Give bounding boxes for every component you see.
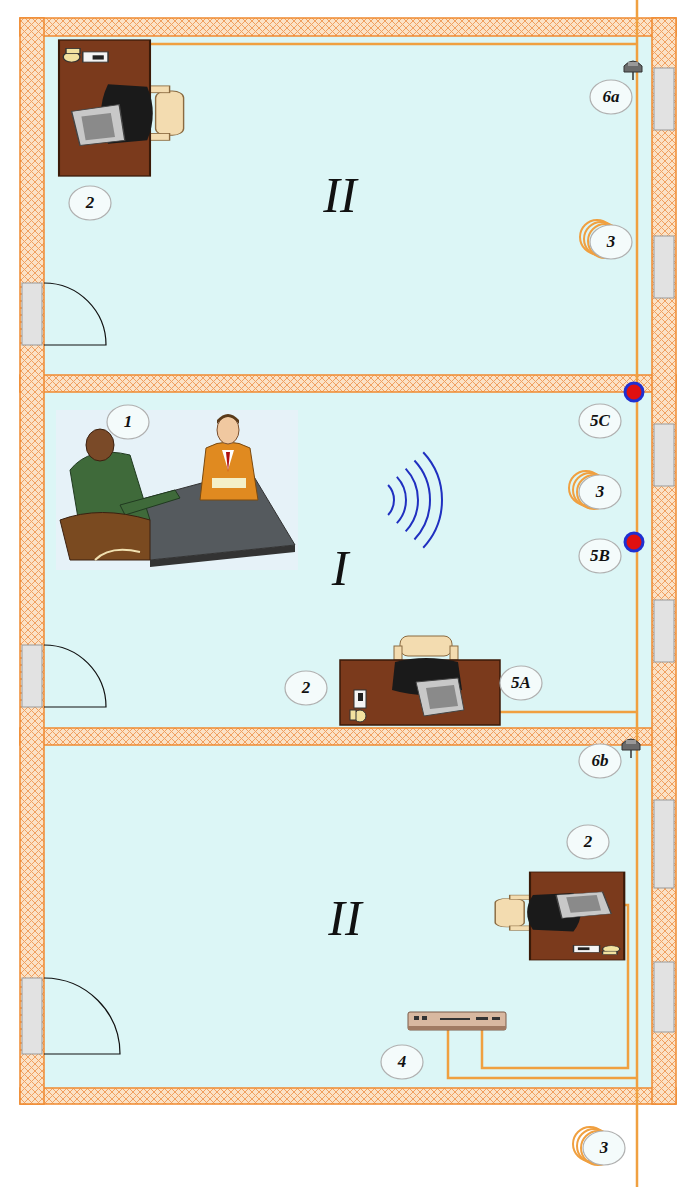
callout-ellipse: 6a <box>589 79 633 115</box>
room-number: II <box>328 893 361 943</box>
callout-outline <box>381 1045 423 1079</box>
callout-number: 2 <box>584 832 593 852</box>
callout-ellipse: 4 <box>380 1044 424 1080</box>
desk <box>495 872 624 960</box>
callout-ellipse: 6b <box>578 743 622 779</box>
callout-ellipse: 5C <box>578 403 622 439</box>
callout-ellipse: 2 <box>566 824 610 860</box>
desk <box>59 40 184 176</box>
room-floor <box>44 392 652 728</box>
callout-number: 3 <box>596 482 605 502</box>
callout-outline <box>107 405 149 439</box>
callout-outline <box>590 80 632 114</box>
callout-ellipse: 2 <box>284 670 328 706</box>
callout-number: 3 <box>600 1138 609 1158</box>
room-number: I <box>332 543 349 593</box>
doors <box>22 283 120 1054</box>
callout-outline <box>69 186 111 220</box>
callout-outline <box>579 404 621 438</box>
callout-number: 1 <box>124 412 133 432</box>
callout-ellipse: 3 <box>578 474 622 510</box>
sound-wave <box>397 477 406 523</box>
desk <box>340 636 500 725</box>
callout-ellipse: 5B <box>578 538 622 574</box>
callout-number: 6b <box>592 751 609 771</box>
callout-outline <box>579 744 621 778</box>
callout-ellipse: 3 <box>589 224 633 260</box>
callout-number: 5B <box>590 546 610 566</box>
conversation-picture <box>56 410 298 570</box>
callout-number: 4 <box>398 1052 407 1072</box>
sound-wave <box>414 460 430 539</box>
windows <box>654 68 674 1032</box>
callout-ellipse: 3 <box>582 1130 626 1166</box>
callout-number: 2 <box>86 193 95 213</box>
callout-number: 3 <box>607 232 616 252</box>
sound-wave <box>423 452 442 547</box>
room-number: II <box>323 170 356 220</box>
callout-outline <box>590 225 632 259</box>
sound-wave <box>406 469 418 532</box>
callout-number: 2 <box>302 678 311 698</box>
callout-number: 5A <box>511 673 531 693</box>
callout-ellipse: 1 <box>106 404 150 440</box>
microphone-device <box>622 61 642 758</box>
walls <box>20 18 676 1104</box>
sound-wave <box>388 485 394 515</box>
recorder-device <box>408 1012 506 1030</box>
phone-wire <box>150 0 637 1187</box>
cable-coil <box>569 220 622 1165</box>
room-floor <box>44 745 652 1088</box>
callout-outline <box>583 1131 625 1165</box>
sound-waves <box>388 452 442 547</box>
room-floor <box>44 36 652 375</box>
desks <box>59 40 624 960</box>
callout-number: 6a <box>603 87 620 107</box>
callout-ellipse: 5A <box>499 665 543 701</box>
callout-outline <box>579 539 621 573</box>
callout-outline <box>579 475 621 509</box>
callout-outline <box>567 825 609 859</box>
callout-outline <box>285 671 327 705</box>
callout-ellipse: 2 <box>68 185 112 221</box>
callout-outline <box>500 666 542 700</box>
callout-number: 5C <box>590 411 610 431</box>
